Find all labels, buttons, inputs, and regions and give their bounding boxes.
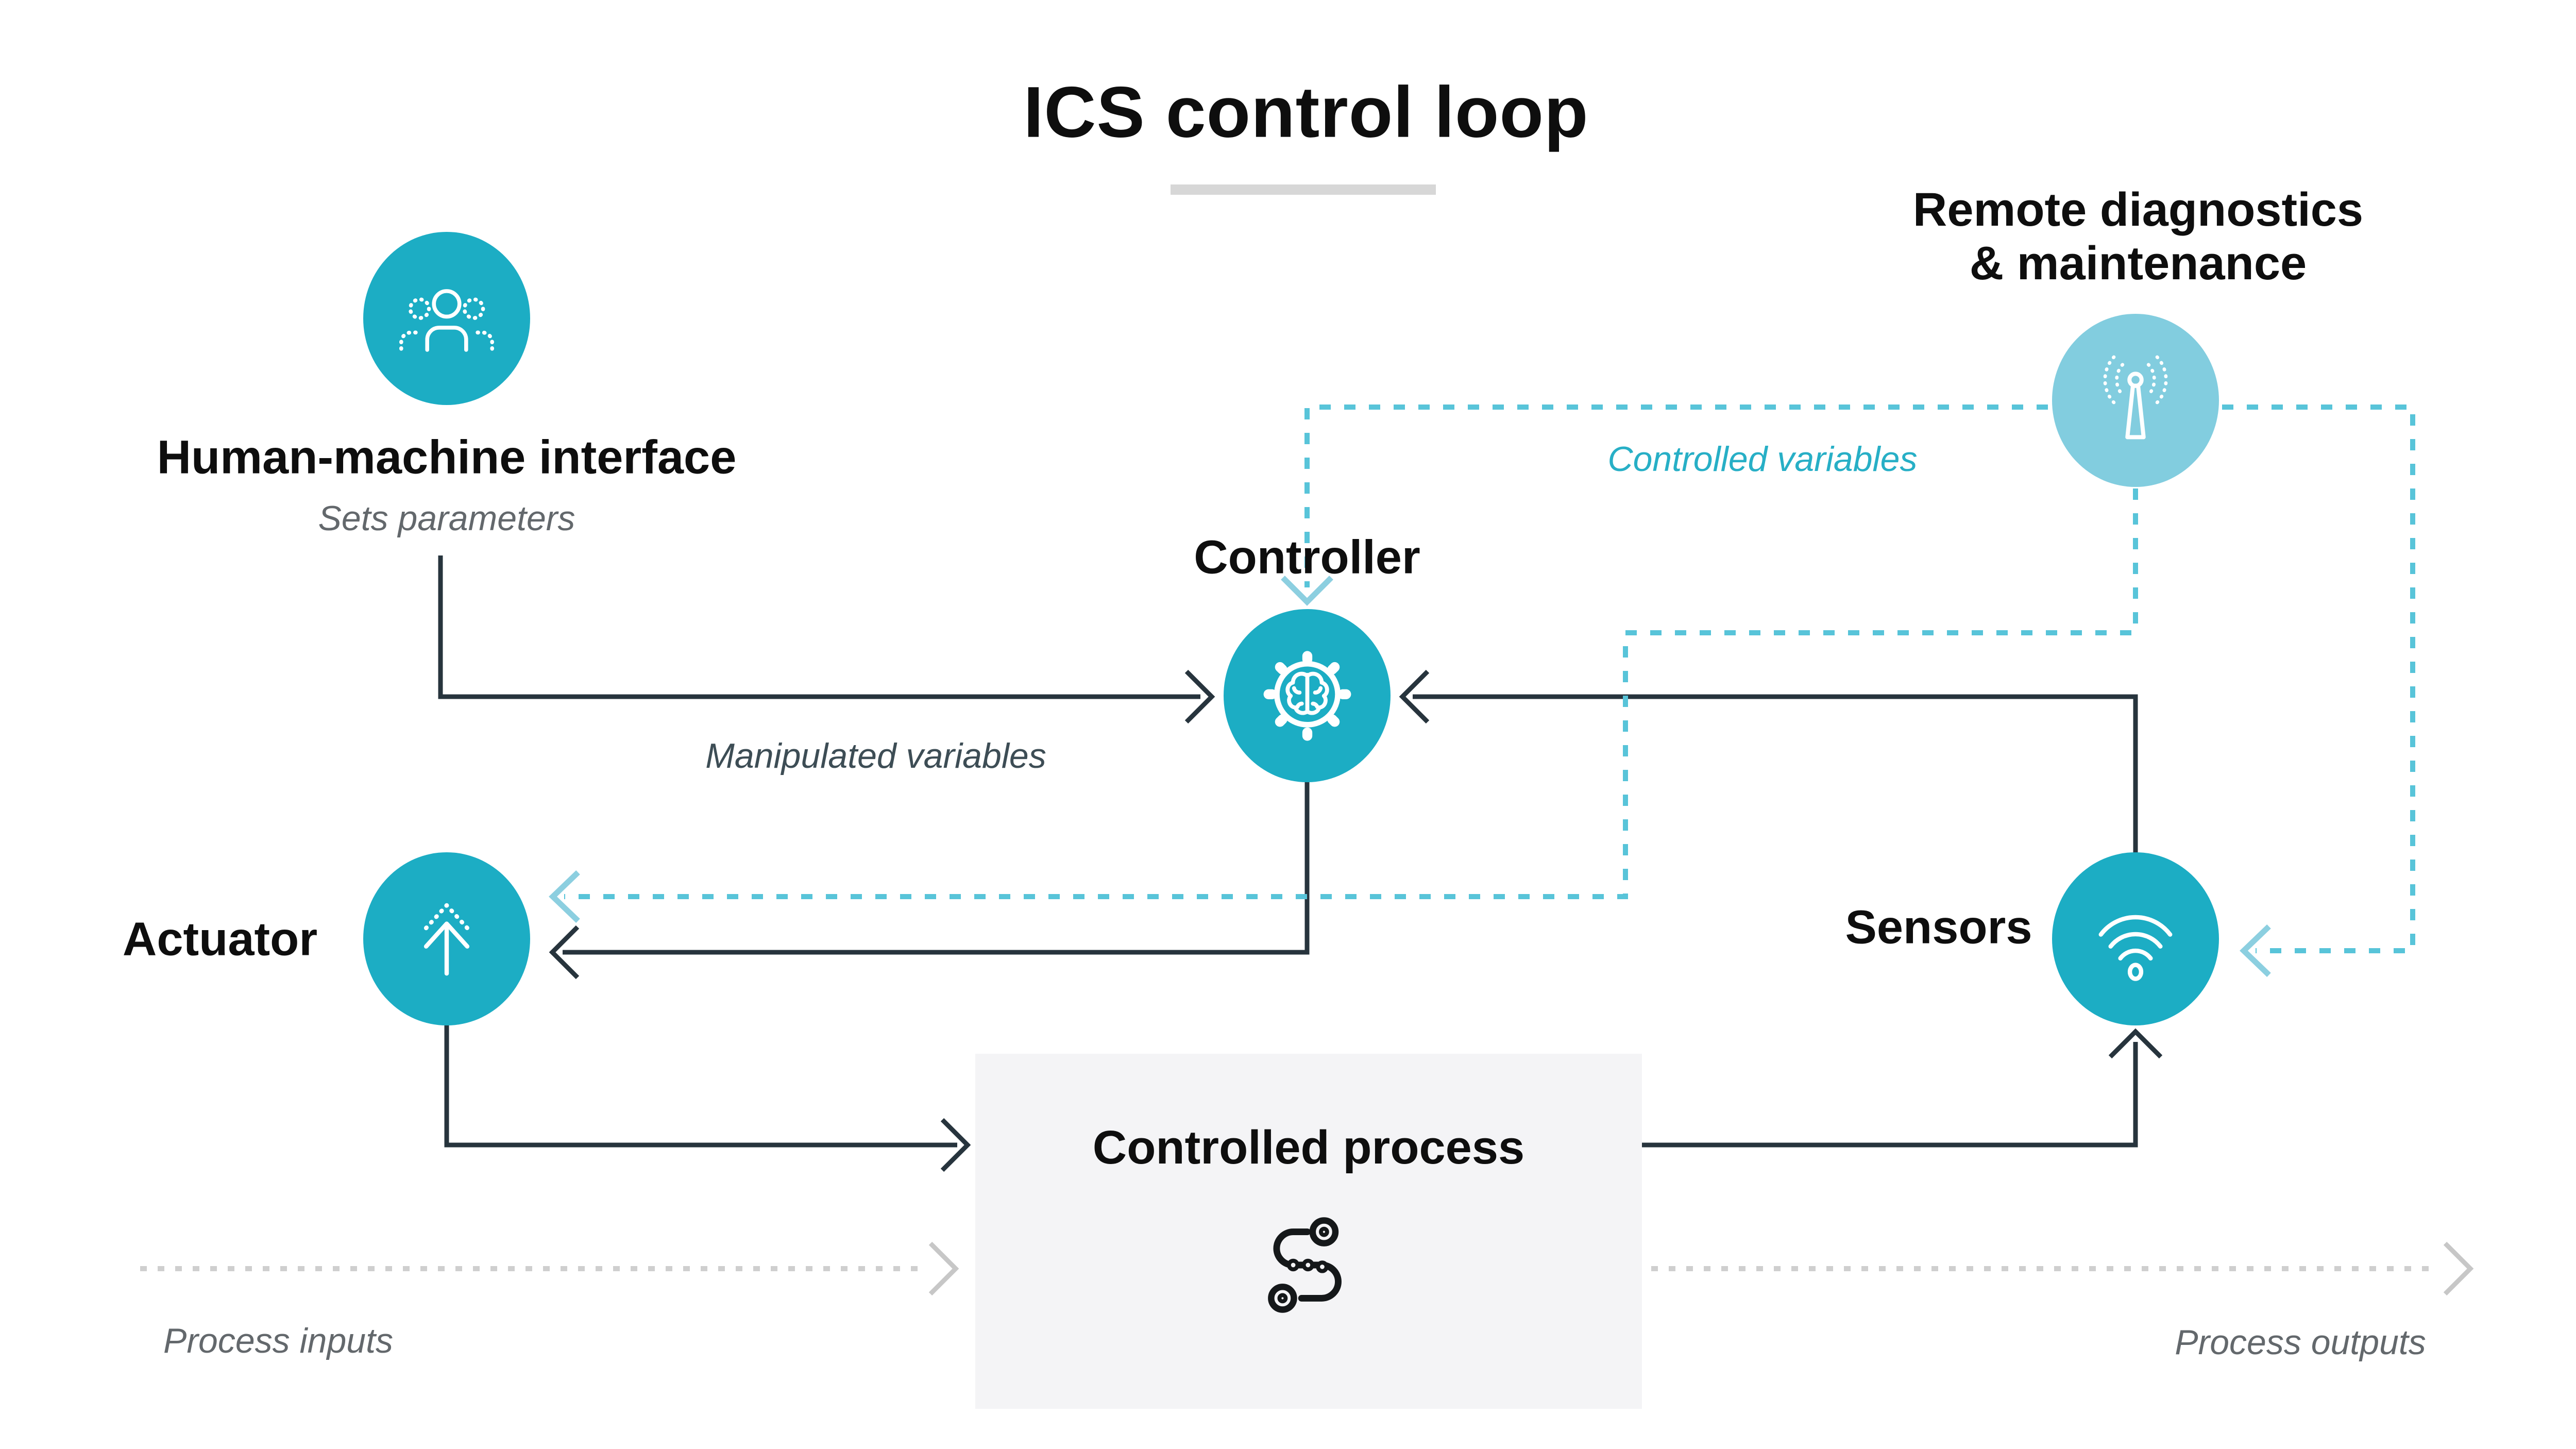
edge-actuator-to-process [444,1023,957,1148]
edge-controller-to-actuator [563,781,1310,955]
title-underline [1171,184,1436,195]
controller-node [1224,609,1391,782]
actuator-label: Actuator [122,913,318,966]
gray-arrowheads [928,1241,2474,1296]
hmi-sublabel: Sets parameters [318,498,575,538]
brain-gear-icon [1263,650,1351,741]
edge-sensors-to-controller [1413,694,2138,854]
arrowhead-left-into-sensors-dotted [2240,924,2271,977]
arrowhead-right-into-process [940,1118,971,1172]
hmi-label: Human-machine interface [157,431,737,484]
arrowhead-right-into-controller [1184,669,1215,724]
arrowhead-down-into-controller-dotted [1281,576,1333,606]
sensors-node [2052,852,2219,1025]
people-icon [399,289,494,352]
remote-label-line1: Remote diagnostics [1912,183,2364,237]
actuator-node [363,852,530,1025]
dotted-teal-arrowheads [549,576,2271,977]
edge-remote-to-actuator-dotted [564,488,2138,899]
remote-label-line2: & maintenance [1969,237,2307,290]
remote-label: Remote diagnostics & maintenance [1913,183,2363,291]
arrowhead-right-process-inputs [928,1241,959,1296]
remote-diagnostics-node [2052,314,2219,487]
wifi-icon [2098,915,2173,981]
route-icon [1268,1217,1342,1313]
hmi-node [363,232,530,405]
arrowhead-left-into-actuator [549,925,580,980]
controller-label: Controller [1194,531,1420,584]
antenna-icon [2103,355,2168,440]
arrow-up-icon [423,903,470,976]
manipulated-variables-label: Manipulated variables [705,736,1046,776]
controlled-process-box: Controlled process [975,1054,1642,1409]
arrowhead-right-process-outputs [2443,1241,2474,1296]
arrowhead-up-into-sensors [2108,1028,2163,1059]
controlled-process-label: Controlled process [1092,1121,1525,1174]
solid-connectors [438,555,2163,1172]
edge-process-to-sensors [1642,1042,2138,1148]
controlled-variables-label: Controlled variables [1607,439,1918,479]
dotted-teal-connectors [564,405,2415,953]
arrowhead-left-into-controller [1399,669,1430,724]
edge-hmi-to-controller [438,555,1200,699]
process-outputs-label: Process outputs [2175,1322,2426,1362]
process-inputs-label: Process inputs [163,1321,393,1360]
arrowhead-left-into-actuator-dotted [549,870,580,923]
page-title: ICS control loop [1023,71,1589,153]
edge-remote-to-sensors-dotted [2222,405,2415,953]
route-icon-wrap [1249,1206,1368,1327]
sensors-label: Sensors [1845,901,2032,954]
